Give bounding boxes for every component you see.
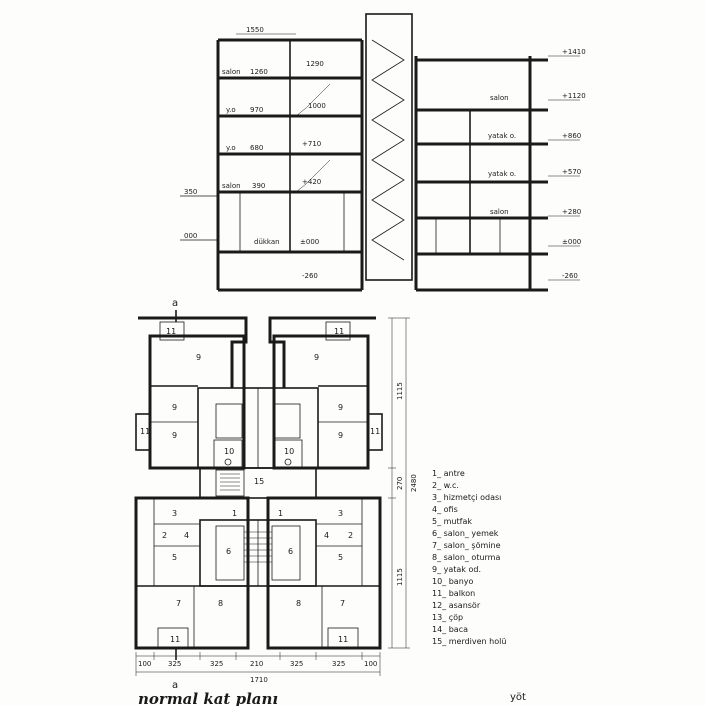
bottom-dimension: 210 <box>250 660 263 668</box>
room-number: 1 <box>232 509 237 518</box>
room-number: 5 <box>172 553 177 562</box>
legend-item: 12_ asansör <box>432 601 481 610</box>
section-room-label: salon <box>222 182 241 190</box>
legend-item: 1_ antre <box>432 469 465 478</box>
legend-item: 3_ hizmetçi odası <box>432 493 501 502</box>
vertical-dimension: 2480 <box>410 474 418 492</box>
legend: 1_ antre 2_ w.c. 3_ hizmetçi odası 4_ of… <box>432 469 506 646</box>
vertical-dimension: 1115 <box>396 568 404 586</box>
legend-item: 7_ salon_ şömine <box>432 541 501 550</box>
room-number: 6 <box>288 547 293 556</box>
right-room-label: yatak o. <box>488 132 516 140</box>
room-number: 10 <box>284 447 294 456</box>
bottom-dimension: 325 <box>168 660 181 668</box>
room-number: 7 <box>176 599 181 608</box>
room-number: 10 <box>224 447 234 456</box>
room-number: 2 <box>162 531 167 540</box>
section-level-label: 390 <box>252 182 265 190</box>
left-level-mark: 000 <box>184 232 197 240</box>
room-number: 9 <box>172 431 177 440</box>
section-level-label: 680 <box>250 144 263 152</box>
legend-item: 2_ w.c. <box>432 481 459 490</box>
inner-level: +420 <box>302 178 321 186</box>
room-number: 4 <box>324 531 329 540</box>
section-level-label: 1260 <box>250 68 268 76</box>
inner-level: +710 <box>302 140 321 148</box>
legend-item: 14_ baca <box>432 625 468 634</box>
room-number: 9 <box>172 403 177 412</box>
legend-item: 15_ merdiven holü <box>432 637 506 646</box>
room-number: 11 <box>338 635 348 644</box>
plan-caption: normal kat planı <box>138 690 278 706</box>
legend-item: 4_ ofis <box>432 505 458 514</box>
legend-item: 6_ salon_ yemek <box>432 529 499 538</box>
bottom-dimension: 325 <box>290 660 303 668</box>
corner-note: yöt <box>510 692 526 703</box>
room-number: 5 <box>338 553 343 562</box>
room-number: 8 <box>218 599 223 608</box>
legend-item: 11_ balkon <box>432 589 475 598</box>
total-dimension: 1710 <box>250 676 268 684</box>
right-level: -260 <box>562 272 578 280</box>
section-mark-a: a <box>172 298 178 309</box>
section-level-label: 970 <box>250 106 263 114</box>
left-level-mark: 350 <box>184 188 197 196</box>
bottom-dimension: 100 <box>138 660 151 668</box>
room-number: 9 <box>196 353 201 362</box>
basement-level: -260 <box>302 272 318 280</box>
room-number: 1 <box>278 509 283 518</box>
legend-item: 9_ yatak od. <box>432 565 481 574</box>
section-room-label: dükkan <box>254 238 280 246</box>
right-level: +1120 <box>562 92 586 100</box>
section-mark-a: a <box>172 680 178 691</box>
section-drawing: 1550 salon 1260 y.o 970 y.o 680 salon 39… <box>180 13 586 292</box>
right-room-label: salon <box>490 208 509 216</box>
room-number: 11 <box>170 635 180 644</box>
floor-plan: a a 11 11 9 9 9 9 9 9 11 11 10 10 15 1 1… <box>134 298 418 691</box>
top-dimension: 1550 <box>246 26 264 34</box>
right-level: +860 <box>562 132 581 140</box>
room-number: 11 <box>166 327 176 336</box>
room-number: 2 <box>348 531 353 540</box>
inner-level: 1000 <box>308 102 326 110</box>
section-room-label: salon <box>222 68 241 76</box>
vertical-dimension: 1115 <box>396 382 404 400</box>
inner-level: 1290 <box>306 60 324 68</box>
vertical-dimension: 270 <box>396 477 404 490</box>
room-number: 9 <box>338 403 343 412</box>
room-number: 15 <box>254 477 264 486</box>
legend-item: 8_ salon_ oturma <box>432 553 500 562</box>
room-number: 9 <box>314 353 319 362</box>
room-number: 11 <box>140 427 150 436</box>
bottom-dimension: 325 <box>210 660 223 668</box>
right-level: +1410 <box>562 48 586 56</box>
room-number: 3 <box>338 509 343 518</box>
section-level-label: ±000 <box>300 238 319 246</box>
bottom-dimension: 325 <box>332 660 345 668</box>
room-number: 6 <box>226 547 231 556</box>
room-number: 8 <box>296 599 301 608</box>
legend-item: 5_ mutfak <box>432 517 472 526</box>
right-room-label: salon <box>490 94 509 102</box>
room-number: 3 <box>172 509 177 518</box>
room-number: 9 <box>338 431 343 440</box>
section-room-label: y.o <box>226 106 236 114</box>
right-level: +280 <box>562 208 581 216</box>
room-number: 7 <box>340 599 345 608</box>
legend-item: 10_ banyo <box>432 577 474 586</box>
right-level: +570 <box>562 168 581 176</box>
section-room-label: y.o <box>226 144 236 152</box>
room-number: 4 <box>184 531 189 540</box>
room-number: 11 <box>370 427 380 436</box>
right-room-label: yatak o. <box>488 170 516 178</box>
room-number: 11 <box>334 327 344 336</box>
legend-item: 13_ çöp <box>432 613 463 622</box>
right-level: ±000 <box>562 238 581 246</box>
bottom-dimension: 100 <box>364 660 377 668</box>
